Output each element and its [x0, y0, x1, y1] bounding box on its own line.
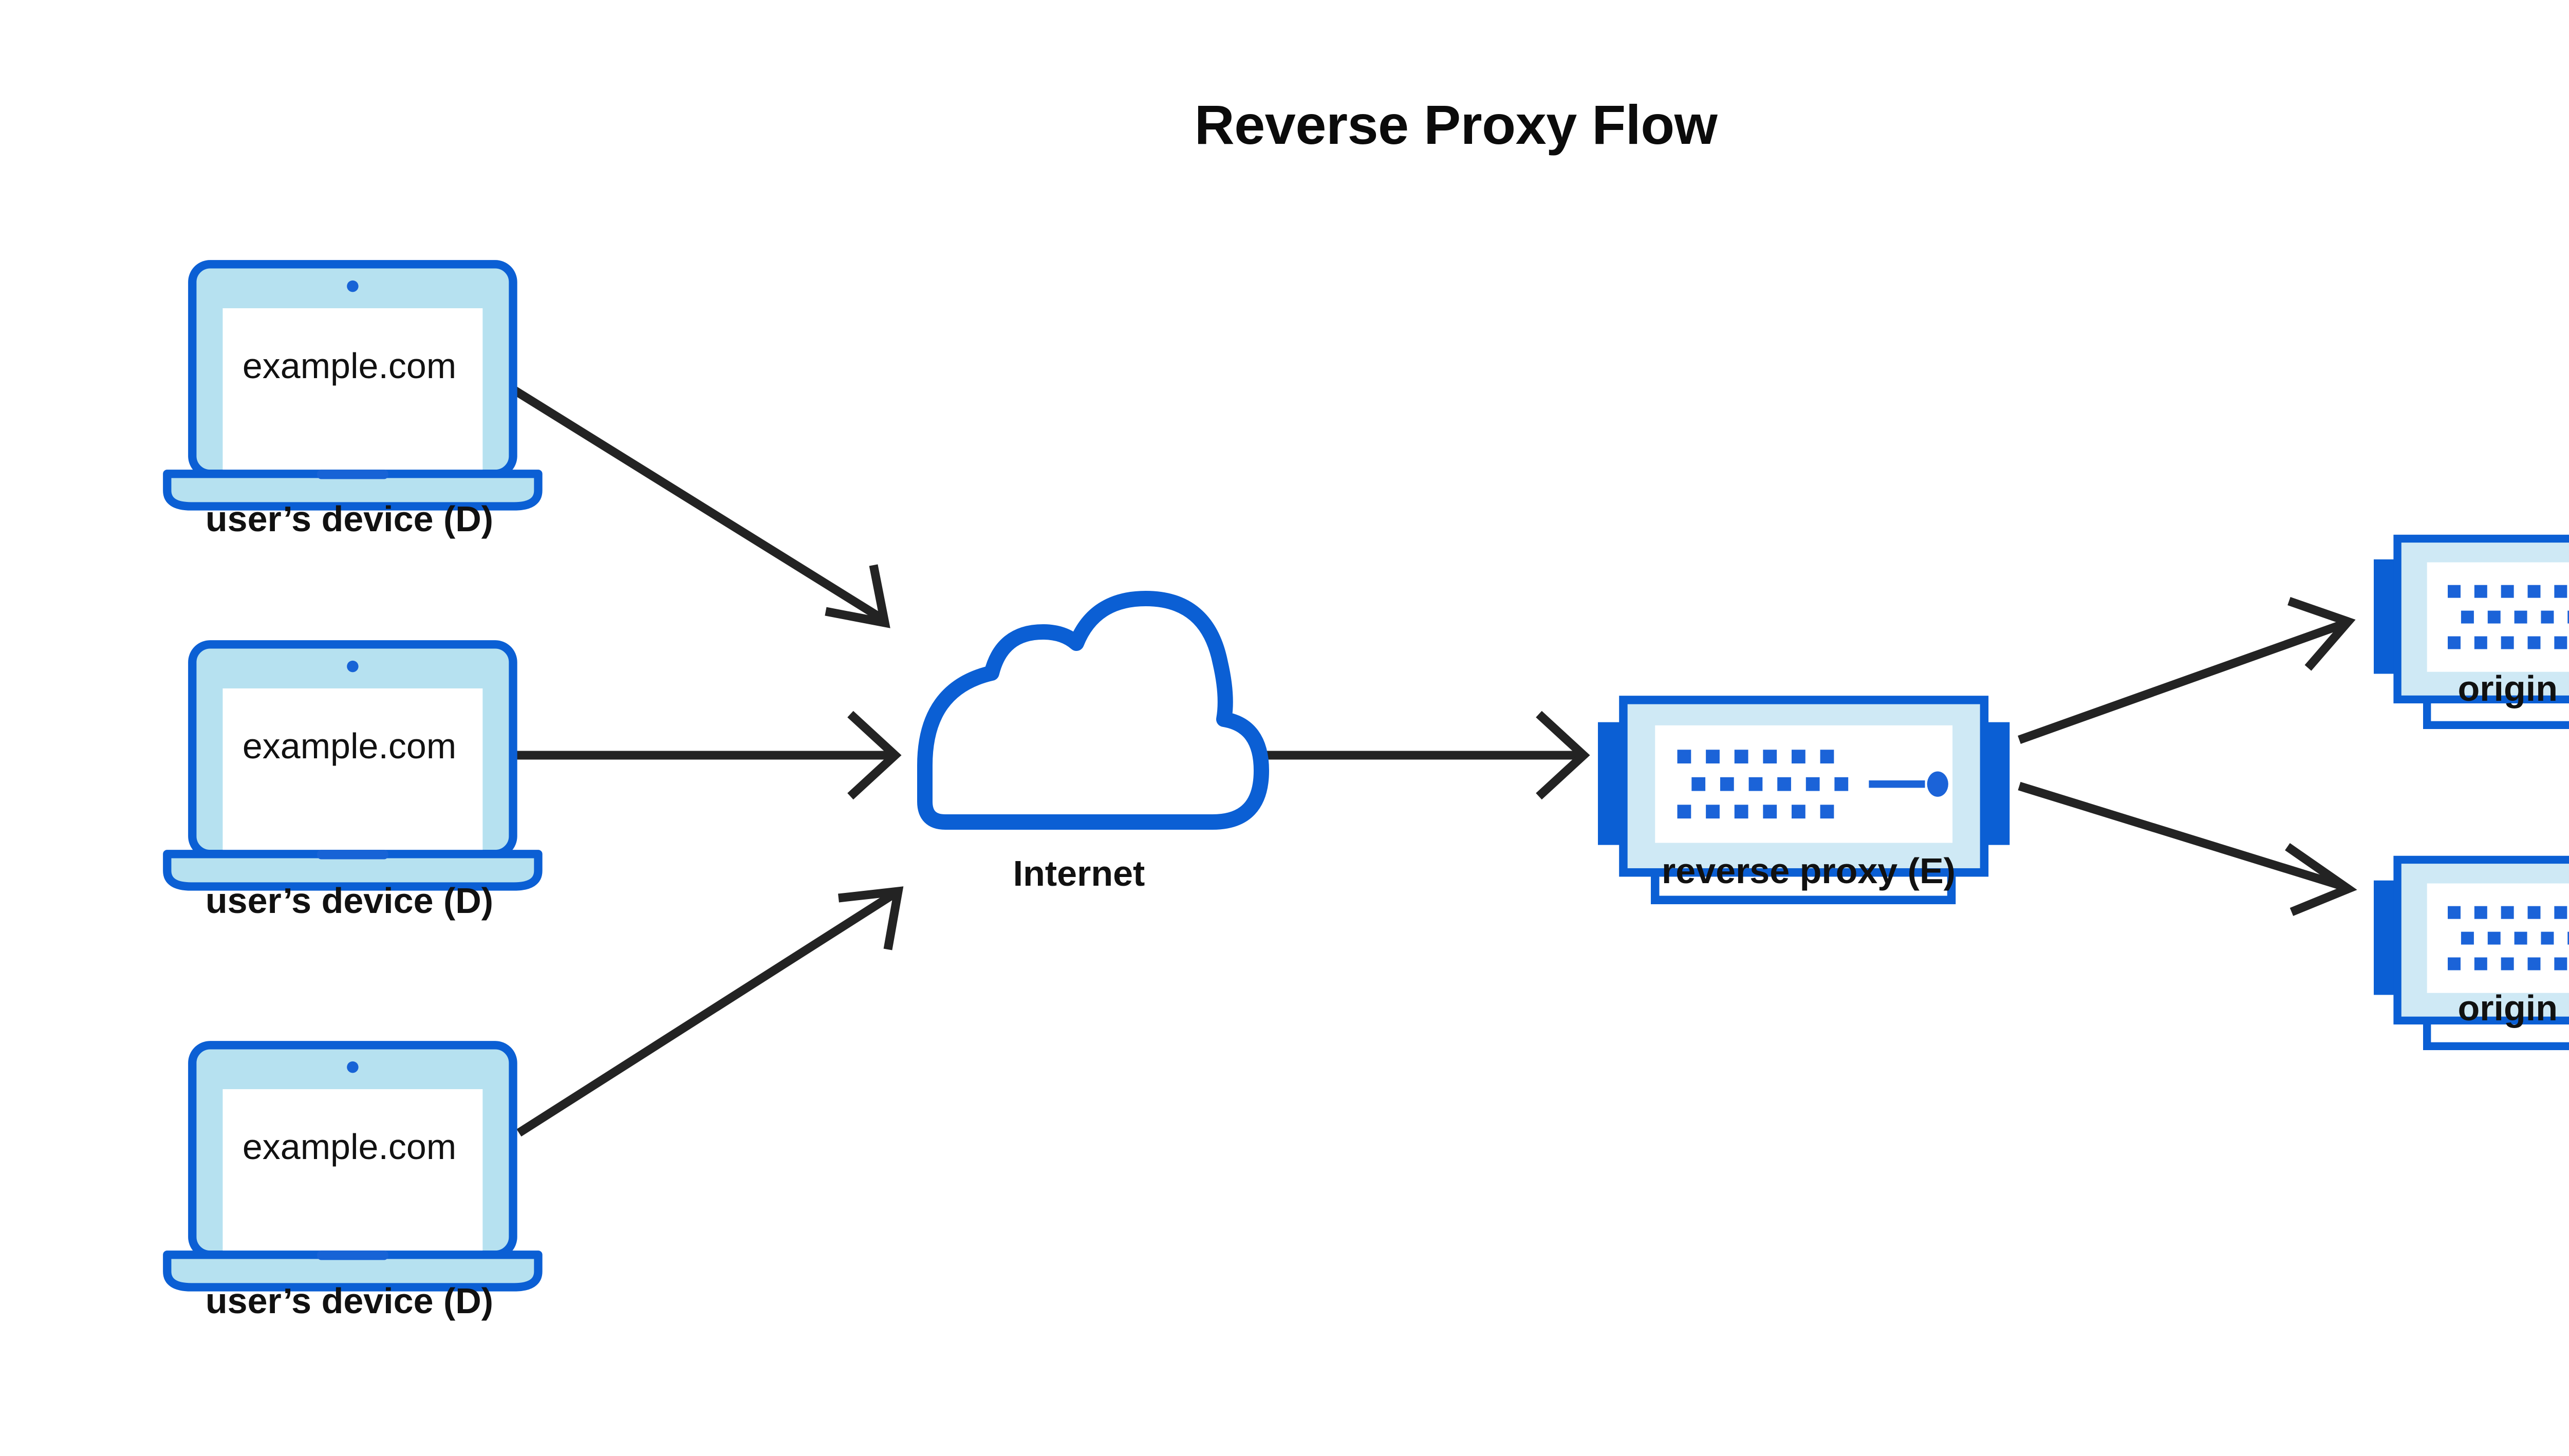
flow-arrow-device2-internet [514, 711, 902, 800]
laptop-screen-text-3: example.com [242, 1127, 457, 1167]
node-label-origin-1: origin server (F) [2458, 668, 2569, 708]
laptop-screen-text-2: example.com [242, 726, 457, 766]
node-label-internet: Internet [1013, 853, 1145, 893]
laptop-screen-text-1: example.com [242, 346, 457, 386]
cloud-icon-internet [917, 591, 1269, 830]
flow-arrow-proxy-origin1 [2018, 596, 2356, 744]
node-label-device-3: user’s device (D) [205, 1281, 494, 1321]
flow-arrow-proxy-origin2 [2018, 781, 2357, 916]
flow-arrow-internet-proxy [1259, 711, 1590, 800]
page-title: Reverse Proxy Flow [1194, 94, 1718, 156]
node-label-device-1: user’s device (D) [205, 499, 494, 539]
node-label-origin-2: origin server (F) [2458, 988, 2569, 1028]
node-label-reverse-proxy: reverse proxy (E) [1662, 851, 1956, 891]
flow-arrow-device1-internet [512, 386, 890, 628]
flow-arrow-device3-internet [516, 886, 904, 1137]
node-label-device-2: user’s device (D) [205, 881, 494, 921]
